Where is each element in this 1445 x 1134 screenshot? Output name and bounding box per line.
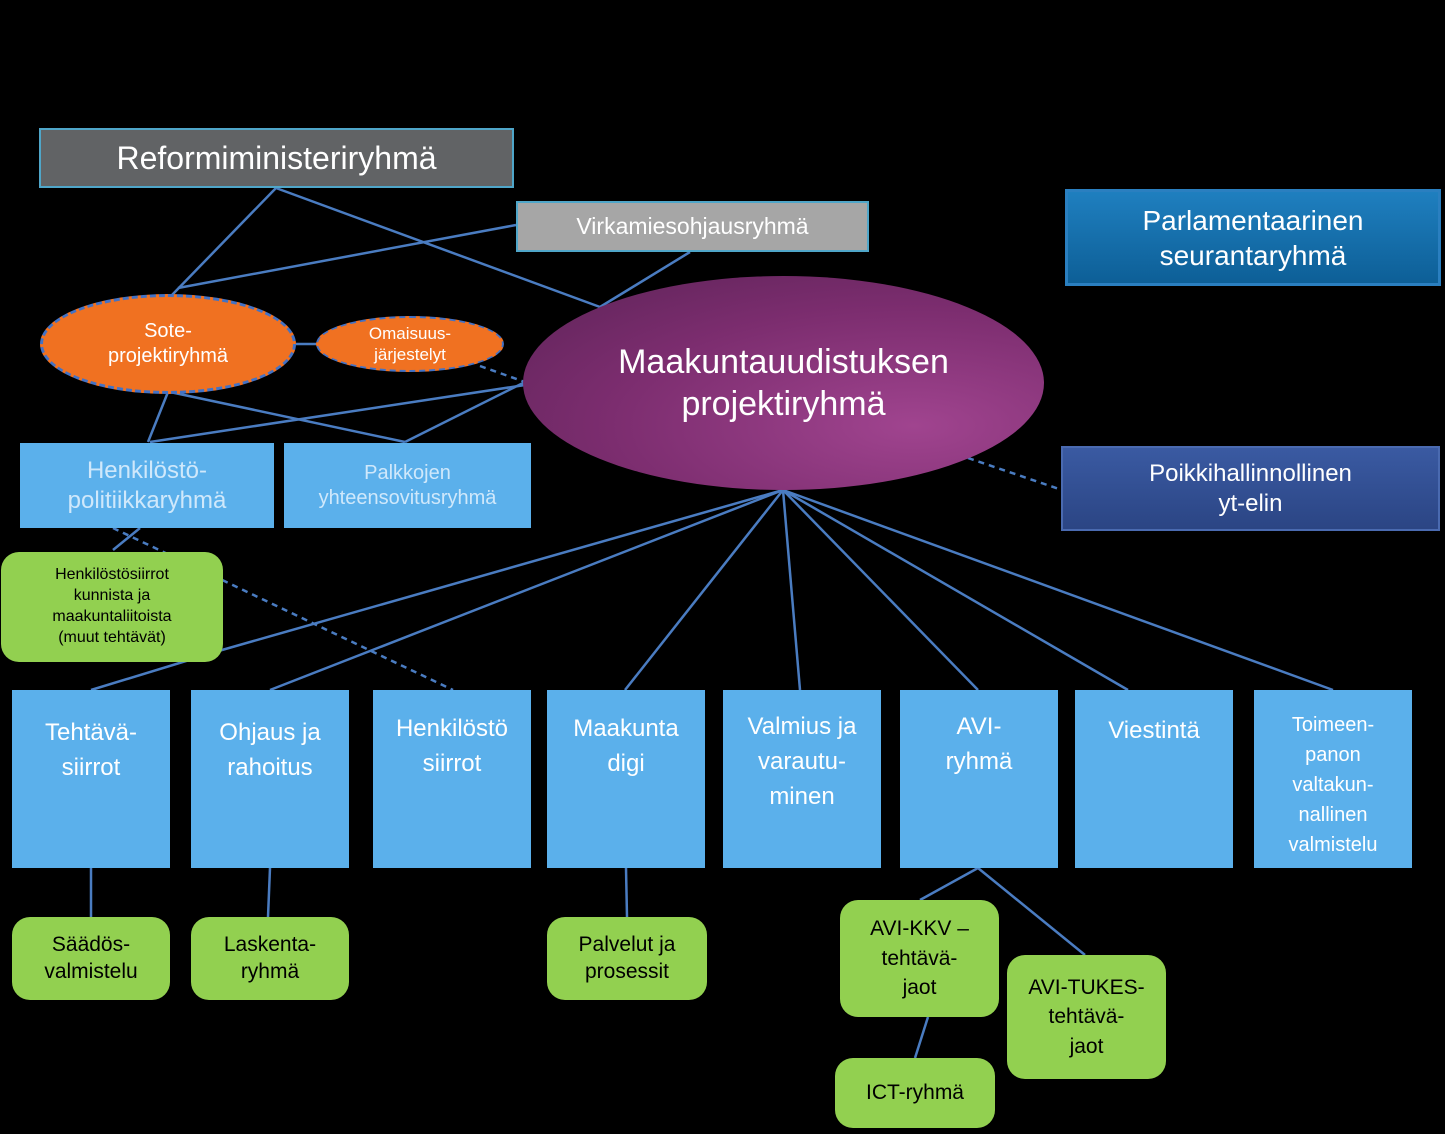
- toimeenpano-box: Toimeen- panon valtakun- nallinen valmis…: [1254, 690, 1412, 868]
- virkamiesohjausryhma-label: Virkamiesohjausryhmä: [576, 213, 809, 240]
- maakunta-projekti-ellipse: Maakuntauudistuksen projektiryhmä: [523, 276, 1044, 490]
- henkilostosiirrot-box: Henkilöstö siirrot: [373, 690, 531, 868]
- avi-ryhma-box: AVI- ryhmä: [900, 690, 1058, 868]
- connector-avi-kkv: [919, 866, 979, 902]
- maakuntadigi-box: Maakunta digi: [547, 690, 705, 868]
- omaisuus-ellipse: Omaisuus- järjestelyt: [316, 316, 504, 372]
- saados-box: Säädös- valmistelu: [12, 917, 170, 1000]
- valmius-label: Valmius ja varautu- minen: [747, 713, 857, 810]
- connector-maakunta-palvelut: [624, 867, 629, 918]
- omaisuus-label: Omaisuus- järjestelyt: [368, 323, 452, 364]
- connector-reform-sote: [171, 187, 277, 296]
- parlamentaarinen-box: Parlamentaarinen seurantaryhmä: [1065, 189, 1441, 286]
- connector-ohjaus-laskenta: [266, 867, 272, 918]
- poikkihallinnollinen-box: Poikkihallinnollinen yt-elin: [1061, 446, 1440, 531]
- laskenta-box: Laskenta- ryhmä: [191, 917, 349, 1000]
- dashed-henkilosto-siirrot: [112, 526, 454, 692]
- avi-tukes-label: AVI-TUKES- tehtävä- jaot: [1028, 975, 1145, 1058]
- sote-label: Sote- projektiryhmä: [107, 320, 229, 367]
- viestinta-label: Viestintä: [1108, 717, 1200, 744]
- dashed-omaisuus-maakunta: [479, 364, 526, 384]
- henkilostosiirrot-kunnista-box: Henkilöstösiirrot kunnista ja maakuntali…: [1, 552, 223, 662]
- poikkihallinnollinen-label: Poikkihallinnollinen yt-elin: [1149, 459, 1352, 517]
- palvelut-label: Palvelut ja prosessit: [578, 933, 676, 983]
- palkkojen-box: Palkkojen yhteensovitusryhmä: [284, 443, 531, 528]
- maakuntadigi-label: Maakunta digi: [573, 715, 679, 777]
- tehtavasiirrot-box: Tehtävä- siirrot: [12, 690, 170, 868]
- saados-label: Säädös- valmistelu: [44, 933, 138, 983]
- reformiministeriryhma-box: Reformiministeriryhmä: [39, 128, 514, 188]
- connector-avi-tukes: [977, 867, 1086, 956]
- henkilostosiirrot-kunnista-label: Henkilöstösiirrot kunnista ja maakuntali…: [52, 566, 172, 646]
- laskenta-label: Laskenta- ryhmä: [223, 933, 317, 983]
- henkilostopolitiikka-label: Henkilöstö- politiikkaryhmä: [67, 456, 227, 514]
- avi-kkv-label: AVI-KKV – tehtävä- jaot: [870, 917, 969, 1000]
- connector-kkv-ict: [913, 1016, 930, 1059]
- ict-label: ICT-ryhmä: [865, 1080, 964, 1104]
- reformiministeriryhma-label: Reformiministeriryhmä: [116, 140, 437, 176]
- avi-ryhma-label: AVI- ryhmä: [945, 713, 1013, 775]
- connector-virkamies-maakunta: [599, 250, 691, 309]
- connector-sote-henkilosto: [146, 391, 170, 443]
- palvelut-box: Palvelut ja prosessit: [547, 917, 707, 1000]
- avi-kkv-box: AVI-KKV – tehtävä- jaot: [840, 900, 999, 1017]
- connector-virkamies-sote: [177, 223, 517, 290]
- toimeenpano-label: Toimeen- panon valtakun- nallinen valmis…: [1288, 714, 1378, 856]
- connector-palkkojen-maakunta: [404, 380, 526, 444]
- palkkojen-label: Palkkojen yhteensovitusryhmä: [318, 461, 497, 509]
- henkilostosiirrot-label: Henkilöstö siirrot: [395, 715, 509, 777]
- connector-henkilostopol-siirrot: [112, 527, 141, 551]
- henkilostopolitiikka-box: Henkilöstö- politiikkaryhmä: [20, 443, 274, 528]
- parlamentaarinen-label: Parlamentaarinen seurantaryhmä: [1142, 204, 1364, 271]
- maakunta-projekti-label: Maakuntauudistuksen projektiryhmä: [618, 342, 949, 424]
- tehtavasiirrot-label: Tehtävä- siirrot: [44, 719, 138, 781]
- connector-sote-palkkojen: [169, 390, 406, 444]
- viestinta-box: Viestintä: [1075, 690, 1233, 868]
- valmius-box: Valmius ja varautu- minen: [723, 690, 881, 868]
- avi-tukes-box: AVI-TUKES- tehtävä- jaot: [1007, 955, 1166, 1079]
- dashed-maakunta-poikki: [967, 456, 1063, 492]
- ict-box: ICT-ryhmä: [835, 1058, 995, 1128]
- ohjaus-box: Ohjaus ja rahoitus: [191, 690, 349, 868]
- virkamiesohjausryhma-box: Virkamiesohjausryhmä: [516, 201, 869, 252]
- connector-reform-maakunta: [275, 186, 601, 309]
- sote-ellipse: Sote- projektiryhmä: [40, 294, 296, 394]
- connector-henkilosto-maakunta: [149, 383, 526, 444]
- ohjaus-label: Ohjaus ja rahoitus: [219, 719, 321, 781]
